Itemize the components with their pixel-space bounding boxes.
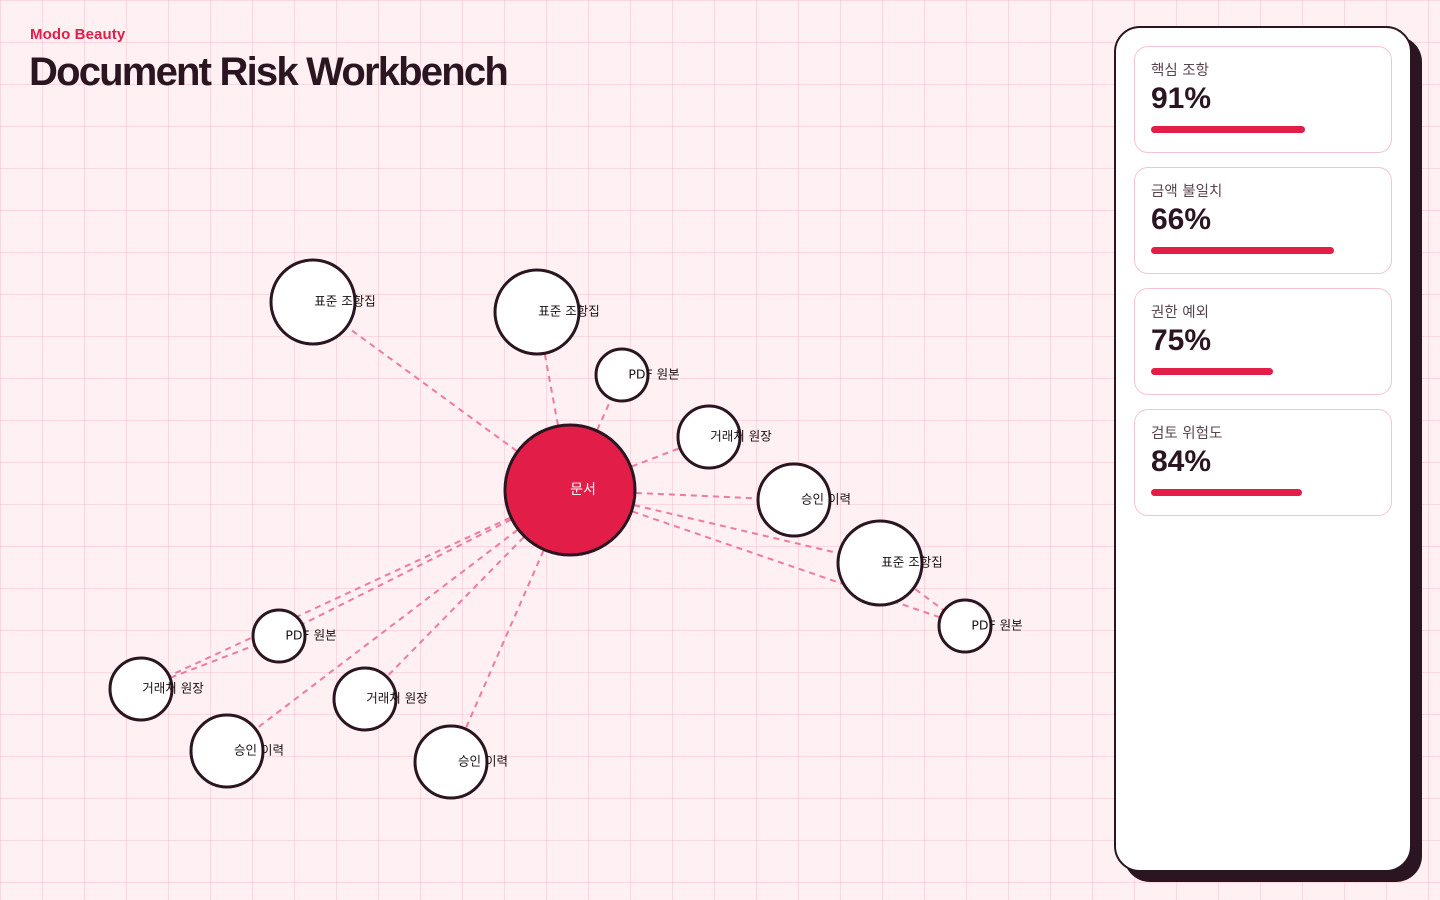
graph-node-label: 표준 조항집 — [538, 304, 599, 319]
metric-value: 66% — [1151, 203, 1212, 236]
graph-node[interactable] — [937, 598, 993, 654]
metric-bar-track — [1151, 247, 1351, 254]
metric-value: 91% — [1151, 82, 1212, 115]
graph-node[interactable] — [269, 258, 357, 346]
graph-edge — [569, 489, 966, 627]
graph-node-label: PDF 원본 — [628, 367, 679, 382]
graph-node-label: PDF 원본 — [971, 618, 1022, 633]
metric-label: 권한 예외 — [1151, 305, 1209, 321]
graph-node[interactable] — [251, 608, 307, 664]
graph-edge — [140, 489, 571, 690]
metric-bar-track — [1151, 489, 1351, 496]
graph-edge — [569, 489, 881, 564]
graph-node[interactable] — [594, 347, 650, 403]
brand-name: Modo Beauty — [30, 26, 126, 43]
metric-bar-fill — [1151, 126, 1305, 133]
metric-label: 핵심 조항 — [1151, 63, 1209, 79]
metric-value: 84% — [1151, 445, 1212, 478]
graph-hub-label: 문서 — [570, 482, 596, 498]
graph-node-label: 승인 이력 — [458, 754, 508, 769]
graph-node[interactable] — [108, 656, 174, 722]
metric-card-amount-mismatch[interactable]: 금액 불일치 66% — [1134, 167, 1392, 274]
metric-bar-track — [1151, 368, 1351, 375]
metric-bar-track — [1151, 126, 1351, 133]
graph-node-label: 표준 조항집 — [881, 555, 942, 570]
graph-node[interactable] — [189, 713, 265, 789]
graph-node-label: 거래처 원장 — [710, 429, 772, 444]
page-title: Document Risk Workbench — [29, 50, 509, 94]
graph-node[interactable] — [836, 519, 924, 607]
metric-card-permission-exceptions[interactable]: 권한 예외 75% — [1134, 288, 1392, 395]
metric-bar-fill — [1151, 489, 1302, 496]
graph-node-label: PDF 원본 — [285, 628, 336, 643]
metric-value: 75% — [1151, 324, 1212, 357]
graph-node-label: 표준 조항집 — [314, 294, 375, 309]
graph-node[interactable] — [413, 724, 489, 800]
graph-node-label: 승인 이력 — [234, 743, 284, 758]
metric-bar-fill — [1151, 247, 1334, 254]
graph-node[interactable] — [756, 462, 832, 538]
graph-node-label: 거래처 원장 — [366, 691, 428, 706]
graph-node-label: 거래처 원장 — [142, 681, 204, 696]
graph-node[interactable] — [676, 404, 742, 470]
graph-node[interactable] — [493, 268, 581, 356]
graph-hub-node[interactable] — [503, 423, 637, 557]
metric-card-core-clauses[interactable]: 핵심 조항 91% — [1134, 46, 1392, 153]
graph-edge — [536, 311, 571, 491]
graph-edge — [312, 301, 571, 491]
metric-label: 검토 위험도 — [1151, 426, 1223, 442]
metric-bar-fill — [1151, 368, 1273, 375]
graph-node-label: 승인 이력 — [801, 492, 851, 507]
metrics-panel: 핵심 조항 91% 금액 불일치 66% 권한 예외 75% 검토 위험도 84… — [1114, 26, 1412, 872]
metric-label: 금액 불일치 — [1151, 184, 1223, 200]
graph-node[interactable] — [332, 666, 398, 732]
metric-card-review-risk[interactable]: 검토 위험도 84% — [1134, 409, 1392, 516]
graph-edge — [226, 489, 571, 752]
